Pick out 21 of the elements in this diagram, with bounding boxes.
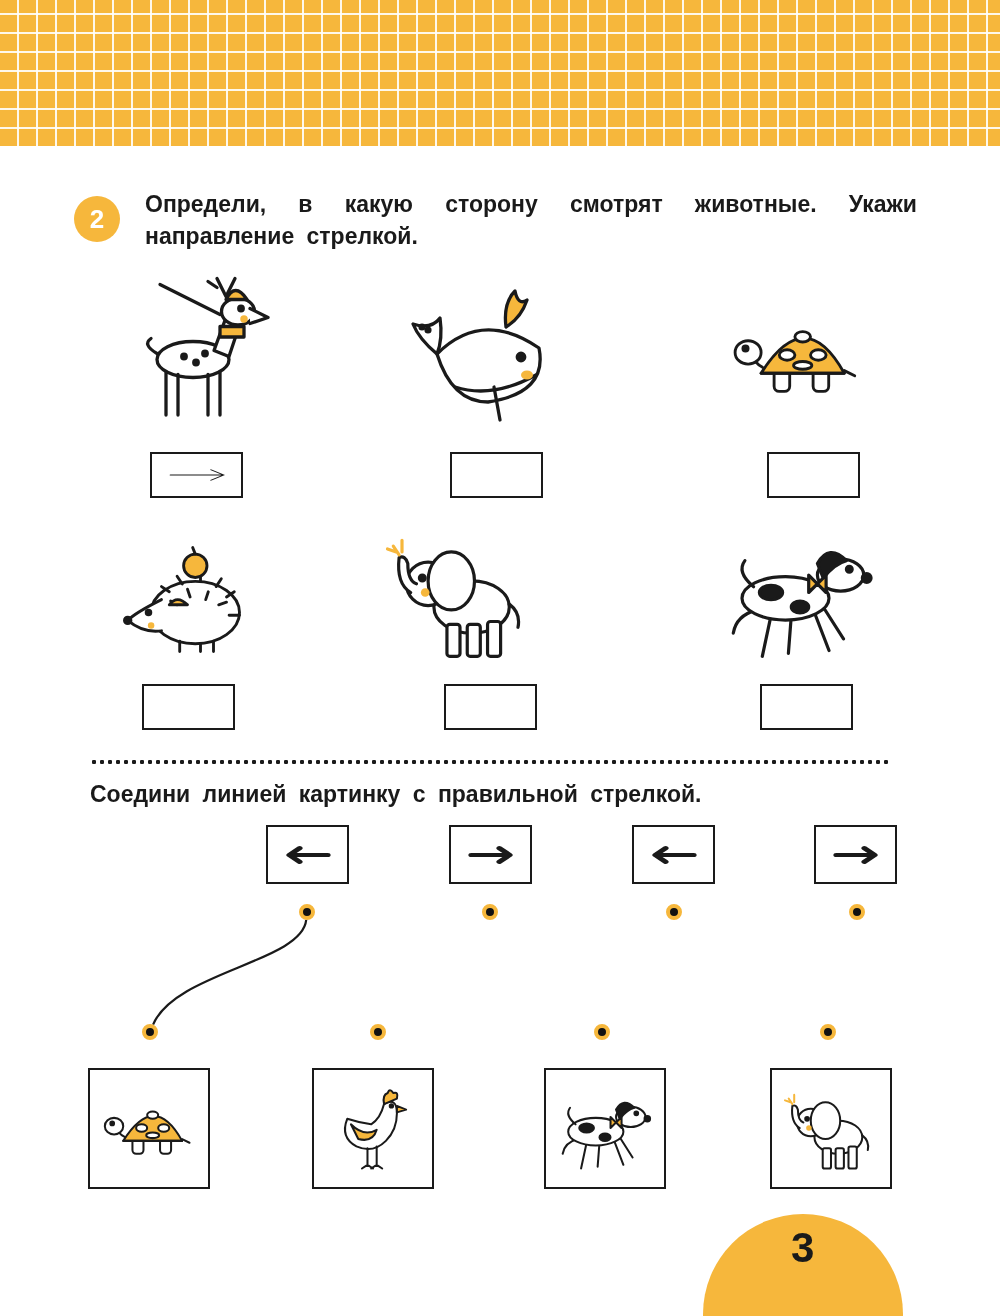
instruction-text: Соедини линией картинку с правильной стрелкой. bbox=[90, 780, 703, 809]
arrow-card bbox=[266, 825, 349, 884]
picture-card bbox=[770, 1068, 892, 1189]
arrow-card bbox=[449, 825, 532, 884]
connection-dot bbox=[849, 904, 865, 920]
arrow-card bbox=[814, 825, 897, 884]
connection-dot bbox=[482, 904, 498, 920]
connection-dot bbox=[370, 1024, 386, 1040]
connection-dot bbox=[299, 904, 315, 920]
picture-card bbox=[544, 1068, 666, 1189]
connection-dot bbox=[820, 1024, 836, 1040]
arrow-card bbox=[632, 825, 715, 884]
picture-card bbox=[312, 1068, 434, 1189]
instruction-text: Определи, в какую сторону смотрят животные. Укажи направление стрелкой. bbox=[145, 190, 917, 251]
connection-dot bbox=[666, 904, 682, 920]
picture-card bbox=[88, 1068, 210, 1189]
page-number: 3 bbox=[791, 1224, 815, 1272]
connection-dot bbox=[142, 1024, 158, 1040]
connection-dot bbox=[594, 1024, 610, 1040]
connecting-line bbox=[152, 919, 308, 1026]
task-number: 2 bbox=[74, 196, 120, 242]
